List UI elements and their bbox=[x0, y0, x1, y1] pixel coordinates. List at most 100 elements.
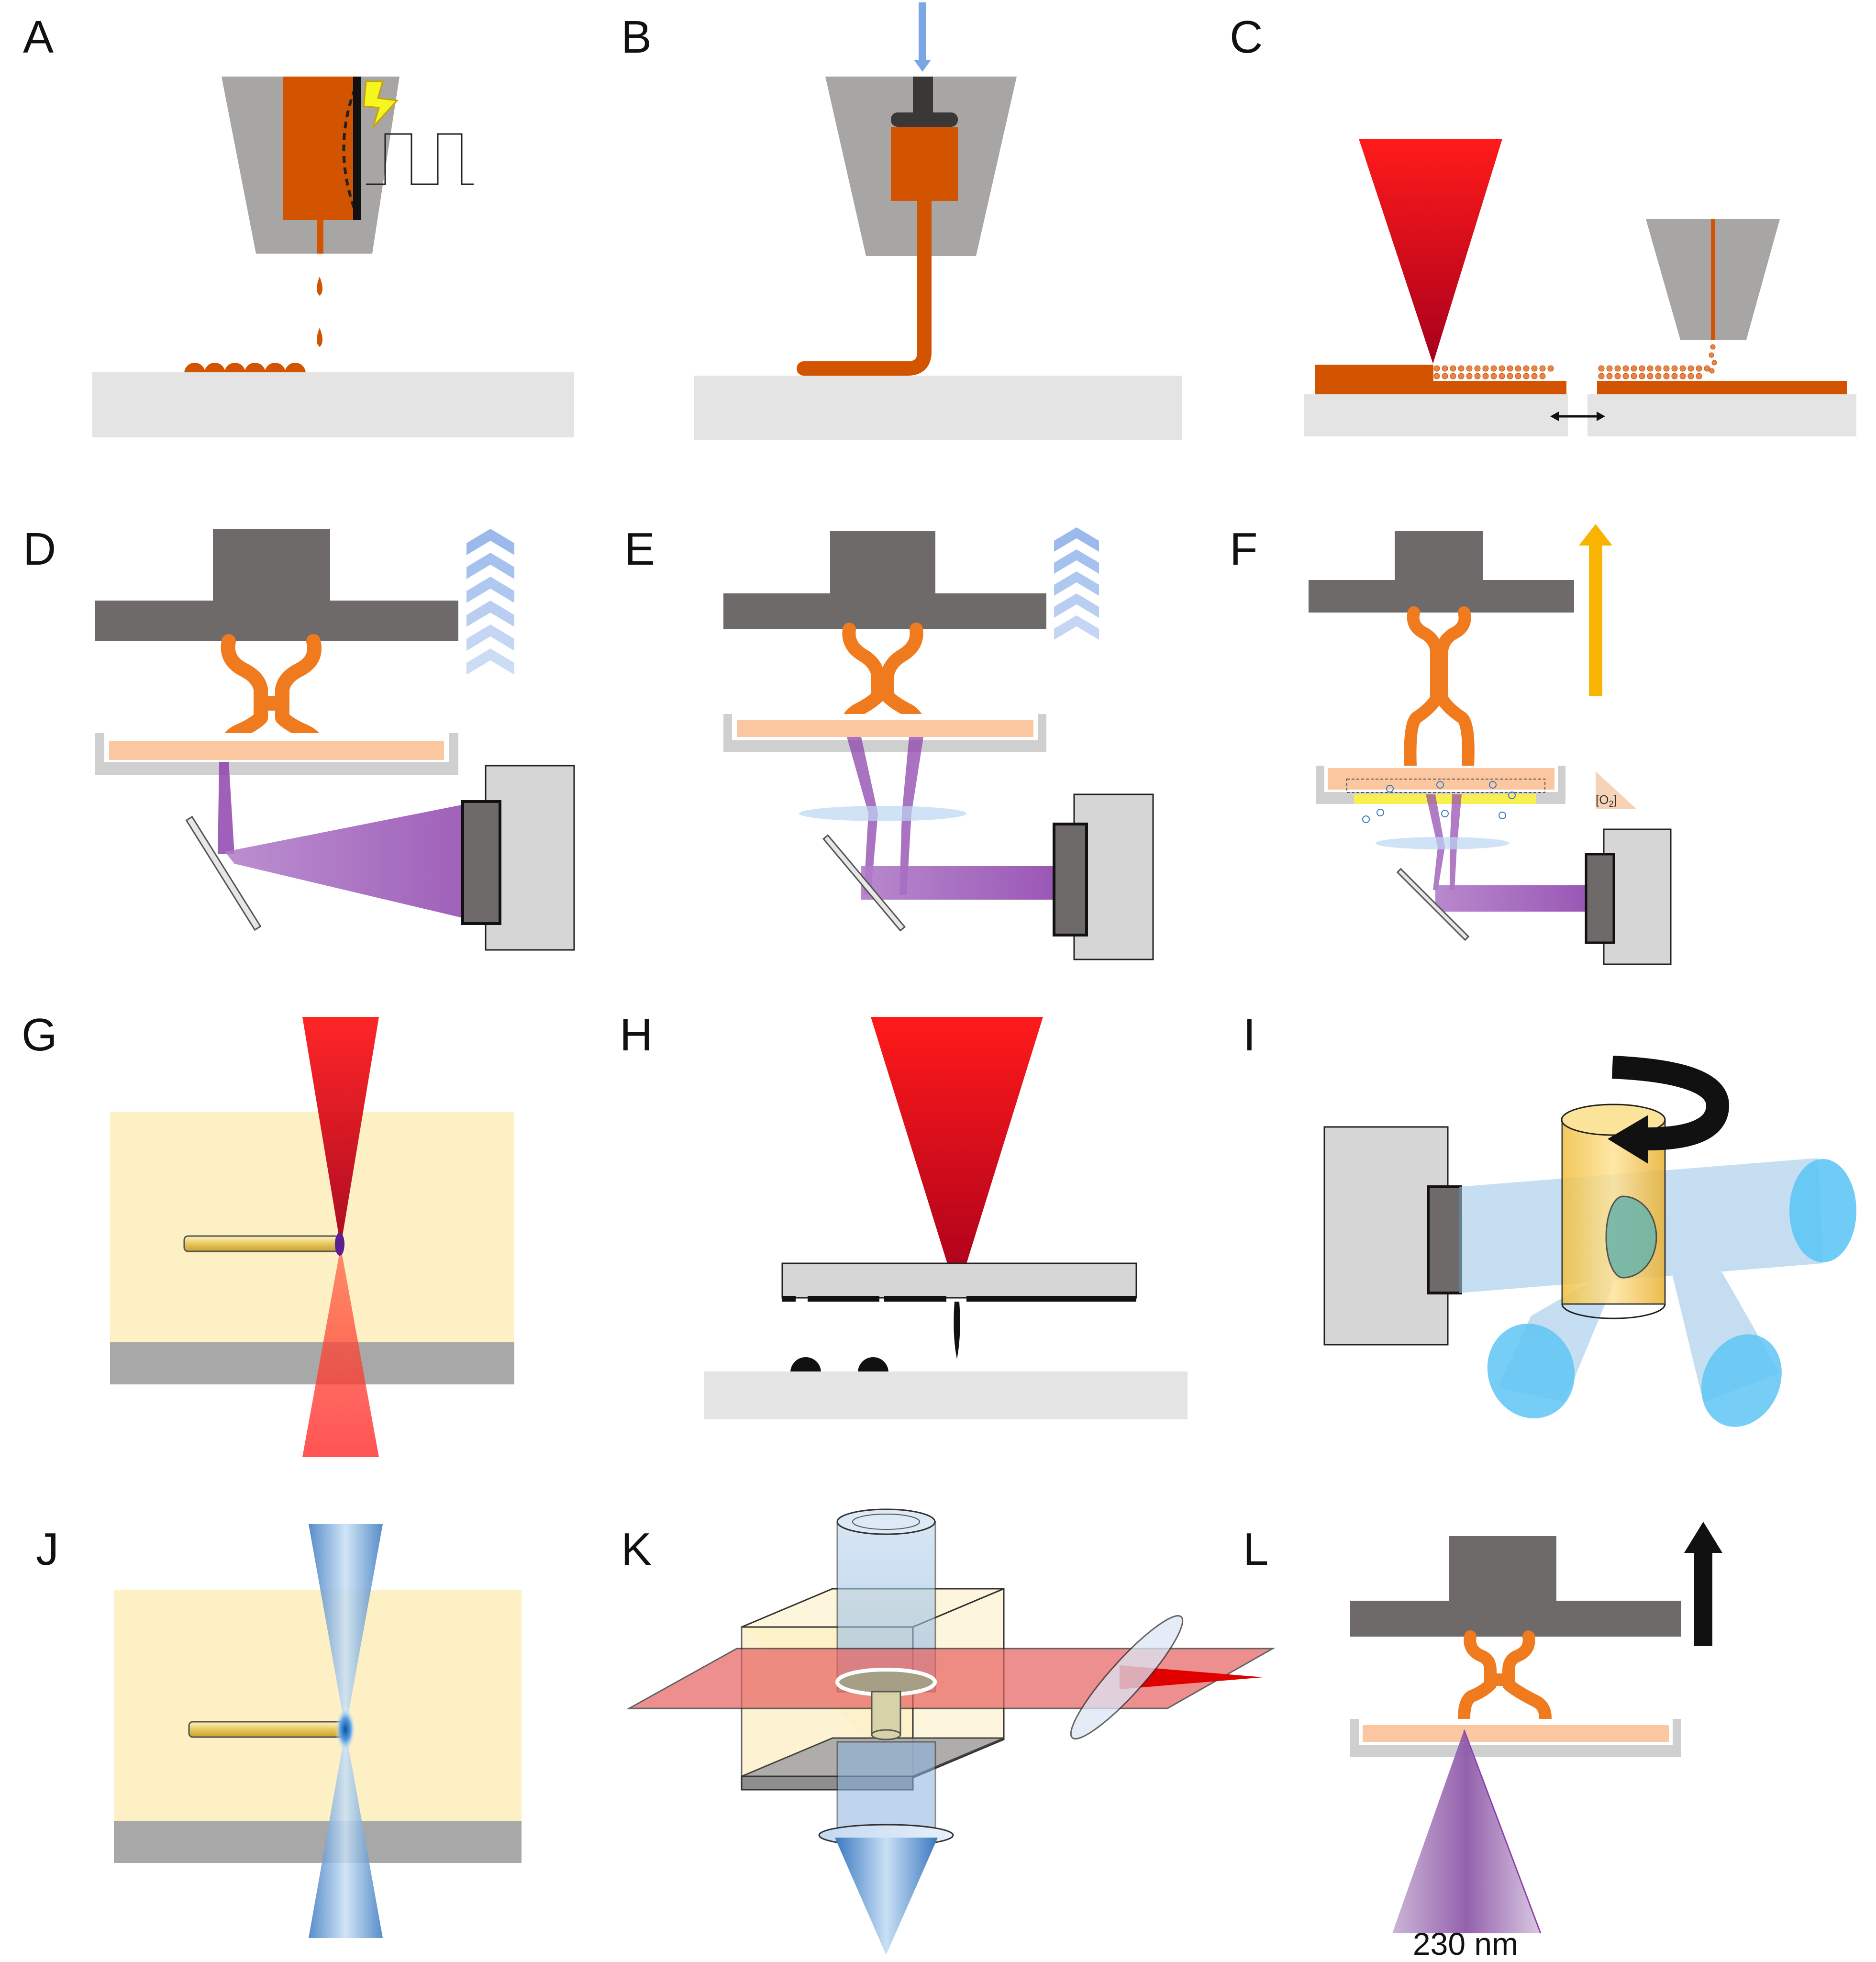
panel-label-k: K bbox=[621, 1524, 652, 1575]
nozzle-channel bbox=[317, 220, 323, 254]
mirror-f bbox=[1396, 868, 1470, 941]
focal-spot-j bbox=[335, 1706, 356, 1752]
panel-i: I bbox=[1243, 1009, 1856, 1427]
vial-bottom-i bbox=[1561, 1304, 1666, 1319]
droplet-1 bbox=[317, 277, 322, 296]
printed-object-i bbox=[1605, 1195, 1657, 1279]
oxygen-label-close: ] bbox=[1613, 792, 1617, 807]
printed-object-k bbox=[871, 1691, 901, 1736]
lightning-icon bbox=[363, 80, 399, 128]
panel-label-e: E bbox=[624, 524, 655, 575]
rotation-arrowhead bbox=[1608, 1115, 1648, 1164]
panel-b: B bbox=[621, 2, 1182, 440]
uv-beam-e bbox=[861, 866, 1057, 900]
laser-cone-h bbox=[871, 1017, 1043, 1294]
printed-object-base-k bbox=[871, 1729, 901, 1740]
build-plate-stem-f bbox=[1395, 531, 1483, 581]
mirror-d bbox=[185, 815, 262, 931]
panel-f: F [O2] bbox=[1230, 524, 1672, 965]
deposited-drop-h-1 bbox=[790, 1357, 821, 1372]
uv-beam-d bbox=[225, 804, 466, 919]
panel-label-j: J bbox=[36, 1524, 59, 1575]
gel-block-g bbox=[110, 1112, 514, 1344]
deposited-drop-h-2 bbox=[858, 1357, 888, 1372]
resin-l bbox=[1363, 1725, 1669, 1742]
uv-beam-down-d bbox=[218, 762, 234, 854]
printed-construct-f bbox=[1404, 606, 1475, 772]
deposited-particles-c bbox=[1598, 365, 1710, 379]
objective-inner-k bbox=[852, 1514, 920, 1530]
panel-k: K bbox=[621, 1508, 1276, 1955]
substrate-c-right bbox=[1587, 394, 1856, 436]
uv-beam-e-right bbox=[899, 737, 923, 895]
ribbon-layer bbox=[1315, 365, 1433, 394]
panel-d: D bbox=[23, 524, 575, 951]
piezo-membrane bbox=[342, 88, 356, 212]
chevron-up-icon-e bbox=[1054, 527, 1099, 640]
lower-tube-k bbox=[836, 1741, 936, 1831]
motion-arrowhead-left bbox=[1550, 412, 1559, 421]
oxygen-gradient-triangle bbox=[1596, 771, 1636, 809]
substrate-j bbox=[114, 1821, 522, 1863]
oxygen-membrane-f bbox=[1354, 794, 1536, 804]
beam-end-left-i bbox=[1487, 1324, 1575, 1418]
ribbon-base-c bbox=[1433, 381, 1566, 394]
blue-cone-j-bottom bbox=[309, 1730, 383, 1938]
lens-f bbox=[1376, 837, 1510, 849]
panel-label-b: B bbox=[621, 11, 652, 63]
resin-d bbox=[109, 741, 444, 760]
projector-lens-e bbox=[1053, 823, 1088, 936]
blue-cone-k bbox=[835, 1838, 938, 1955]
oxygen-bubbles bbox=[1362, 781, 1516, 823]
uv-beam-e-left bbox=[847, 737, 878, 895]
pulse-waveform bbox=[366, 133, 474, 185]
panel-label-f: F bbox=[1230, 524, 1258, 575]
build-plate-stem-l bbox=[1449, 1536, 1556, 1602]
piezo-actuator bbox=[353, 77, 361, 220]
spray-particles bbox=[1709, 344, 1717, 374]
pressure-arrowhead bbox=[914, 60, 931, 72]
panel-j: J bbox=[36, 1524, 522, 1938]
panel-l: L 230 nm bbox=[1243, 1522, 1722, 1962]
build-plate-l bbox=[1350, 1601, 1681, 1637]
fiber-g bbox=[183, 1235, 339, 1252]
build-plate-stem-e bbox=[830, 531, 935, 594]
side-lens-k bbox=[1070, 1615, 1184, 1739]
cube-side-k bbox=[912, 1587, 1005, 1779]
nozzle-c-channel bbox=[1711, 219, 1715, 340]
oxygen-label-sub: 2 bbox=[1609, 799, 1613, 809]
rotation-arrow-icon bbox=[1611, 1056, 1730, 1150]
lens-e bbox=[799, 806, 966, 821]
uv-cone-edge-l bbox=[1463, 1729, 1542, 1934]
droplet-2 bbox=[317, 328, 322, 347]
panel-label-h: H bbox=[620, 1009, 653, 1060]
donor-slide-h bbox=[781, 1262, 1137, 1299]
build-plate-d bbox=[95, 601, 458, 641]
ribbon-particles-c bbox=[1433, 365, 1554, 379]
printed-slice-k bbox=[835, 1668, 937, 1696]
oxygen-label-text: [O bbox=[1596, 792, 1609, 807]
wavelength-label: 230 nm bbox=[1413, 1926, 1518, 1962]
substrate-c-left bbox=[1304, 394, 1568, 436]
beam-end-right2-i bbox=[1701, 1334, 1782, 1427]
printed-construct-l bbox=[1458, 1630, 1552, 1724]
mirror-e bbox=[822, 834, 906, 932]
panel-e: E bbox=[624, 524, 1154, 960]
deposit-layer-c bbox=[1597, 381, 1847, 394]
projector-lens-d bbox=[461, 800, 501, 925]
uv-beam-f bbox=[1435, 885, 1588, 912]
substrate-g bbox=[110, 1342, 514, 1384]
black-up-arrowhead bbox=[1684, 1522, 1722, 1553]
panel-label-i: I bbox=[1243, 1009, 1256, 1060]
laser-cone-g-bottom bbox=[302, 1247, 379, 1457]
build-plate-e bbox=[723, 593, 1046, 629]
build-plate-stem-d bbox=[213, 529, 330, 602]
fiber-j bbox=[188, 1721, 347, 1738]
panel-label-g: G bbox=[22, 1009, 57, 1060]
substrate-b bbox=[694, 376, 1182, 440]
motion-arrowhead-right bbox=[1597, 412, 1605, 421]
objective-top-k bbox=[836, 1508, 936, 1535]
panel-h: H bbox=[620, 1009, 1188, 1419]
blue-cone-j-top bbox=[309, 1524, 383, 1730]
